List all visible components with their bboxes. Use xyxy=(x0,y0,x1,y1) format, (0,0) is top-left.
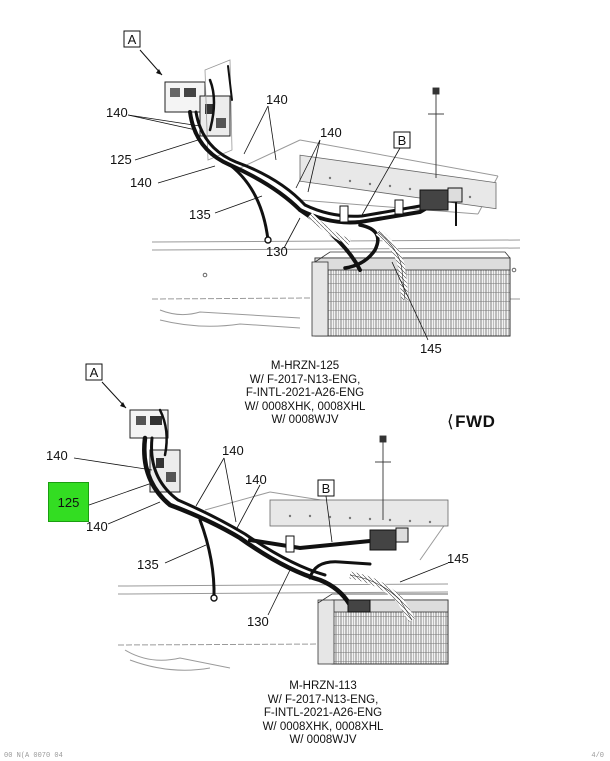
callout-140: 140 xyxy=(222,443,244,458)
rivet-dots xyxy=(288,514,432,524)
callout-140: 140 xyxy=(245,472,267,487)
callout-140: 140 xyxy=(130,175,152,190)
view-label-box-a xyxy=(123,30,141,48)
caption-line: F-INTL-2021-A26-ENG xyxy=(245,387,365,399)
connector-cluster xyxy=(339,187,463,226)
callout-125: 125 xyxy=(110,152,132,167)
top-view: A B 140 140 140 125 140 135 130 145 xyxy=(106,30,521,356)
battery-box xyxy=(317,593,449,665)
callout-leaders xyxy=(73,457,449,616)
callout-leaders xyxy=(127,105,429,341)
caption-line: M-HRZN-113 xyxy=(289,680,357,692)
callout-125-label: 125 xyxy=(57,494,80,510)
stud xyxy=(375,435,391,520)
callout-140: 140 xyxy=(106,105,128,120)
footer-page: 4/0 xyxy=(591,752,604,760)
view-label-b: B xyxy=(398,133,407,148)
harness-bundle xyxy=(188,65,442,272)
caption-line: W/ 0008WJV xyxy=(289,734,357,746)
stud xyxy=(428,87,444,178)
conduit-outline xyxy=(349,574,413,621)
callout-145: 145 xyxy=(420,341,442,356)
battery-box xyxy=(311,251,511,337)
view-label-a: A xyxy=(128,32,137,47)
callout-140: 140 xyxy=(46,448,68,463)
callout-140: 140 xyxy=(86,519,108,534)
callout-135: 135 xyxy=(137,557,159,572)
caption-line: W/ F-2017-N13-ENG, xyxy=(267,693,379,706)
crossmember xyxy=(269,499,449,527)
caption-line: W/ 0008XHK, 0008XHL xyxy=(262,720,384,733)
view-label-a: A xyxy=(90,365,99,380)
bottom-view: A B 140 140 140 140 135 130 145 xyxy=(46,363,469,671)
caption-line: F-INTL-2021-A26-ENG xyxy=(263,707,383,719)
conduit-outline xyxy=(377,231,406,301)
connector-cluster xyxy=(285,527,409,613)
power-module xyxy=(164,59,233,161)
caption-line: W/ 0008WJV xyxy=(271,414,339,426)
callout-125-highlighted[interactable]: 125 xyxy=(48,482,89,522)
forward-indicator: ⟨FWD xyxy=(447,412,495,432)
caption-line: W/ F-2017-N13-ENG, xyxy=(249,373,361,386)
callout-130: 130 xyxy=(266,244,288,259)
forward-arrow-icon: ⟨ xyxy=(447,412,455,431)
footer-code: 00 N(A 0070 04 xyxy=(4,752,63,760)
view-label-box-a xyxy=(85,363,103,381)
callout-135: 135 xyxy=(189,207,211,222)
power-module xyxy=(129,409,181,493)
callout-140: 140 xyxy=(266,92,288,107)
callout-145: 145 xyxy=(447,551,469,566)
callout-140: 140 xyxy=(320,125,342,140)
bottom-view-caption: M-HRZN-113 W/ F-2017-N13-ENG, F-INTL-202… xyxy=(248,680,398,748)
view-label-box-b xyxy=(393,131,411,149)
view-label-b: B xyxy=(322,481,331,496)
caption-line: M-HRZN-125 xyxy=(270,360,340,372)
callout-130: 130 xyxy=(247,614,269,629)
caption-line: W/ 0008XHK, 0008XHL xyxy=(244,400,366,413)
top-view-caption: M-HRZN-125 W/ F-2017-N13-ENG, F-INTL-202… xyxy=(230,360,380,428)
forward-label: FWD xyxy=(455,412,496,431)
conduit-2 xyxy=(307,212,352,245)
